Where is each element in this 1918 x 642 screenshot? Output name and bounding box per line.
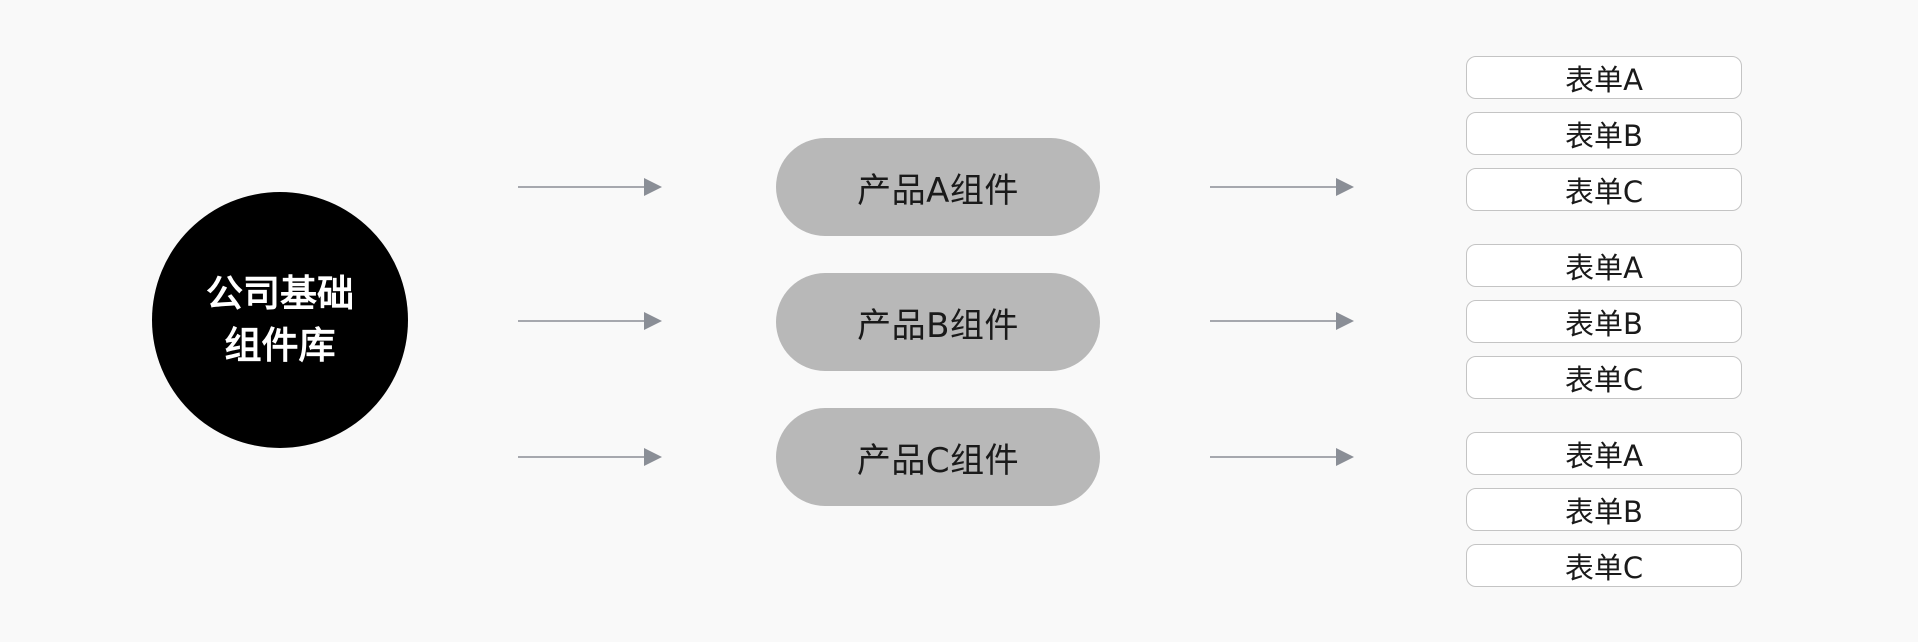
arrow-product-c-to-forms (1210, 448, 1354, 466)
product-b-label: 产品B组件 (857, 305, 1019, 346)
product-a-label: 产品A组件 (857, 170, 1019, 211)
arrow-root-to-product-a (518, 178, 662, 196)
product-a-form-a: 表单A (1466, 56, 1742, 99)
product-c-component-node: 产品C组件 (776, 408, 1100, 506)
product-b-form-c: 表单C (1466, 356, 1742, 399)
product-c-form-b: 表单B (1466, 488, 1742, 531)
form-label: 表单B (1565, 494, 1643, 529)
product-c-form-c: 表单C (1466, 544, 1742, 587)
form-label: 表单C (1564, 550, 1644, 585)
root-label: 公司基础 组件库 (206, 268, 354, 372)
arrow-root-to-product-b (518, 312, 662, 330)
form-label: 表单B (1565, 118, 1643, 153)
root-component-library-node: 公司基础 组件库 (152, 192, 408, 448)
product-b-component-node: 产品B组件 (776, 273, 1100, 371)
form-label: 表单C (1564, 362, 1644, 397)
root-label-line2: 组件库 (224, 324, 336, 367)
product-b-form-a: 表单A (1466, 244, 1742, 287)
arrow-product-b-to-forms (1210, 312, 1354, 330)
product-a-form-c: 表单C (1466, 168, 1742, 211)
arrow-product-a-to-forms (1210, 178, 1354, 196)
product-a-form-b: 表单B (1466, 112, 1742, 155)
form-label: 表单A (1565, 62, 1643, 97)
product-c-label: 产品C组件 (856, 440, 1020, 481)
form-label: 表单A (1565, 438, 1643, 473)
form-label: 表单C (1564, 174, 1644, 209)
form-label: 表单B (1565, 306, 1643, 341)
product-b-form-b: 表单B (1466, 300, 1742, 343)
form-label: 表单A (1565, 250, 1643, 285)
product-a-component-node: 产品A组件 (776, 138, 1100, 236)
root-label-line1: 公司基础 (206, 272, 354, 315)
product-c-form-a: 表单A (1466, 432, 1742, 475)
arrow-root-to-product-c (518, 448, 662, 466)
